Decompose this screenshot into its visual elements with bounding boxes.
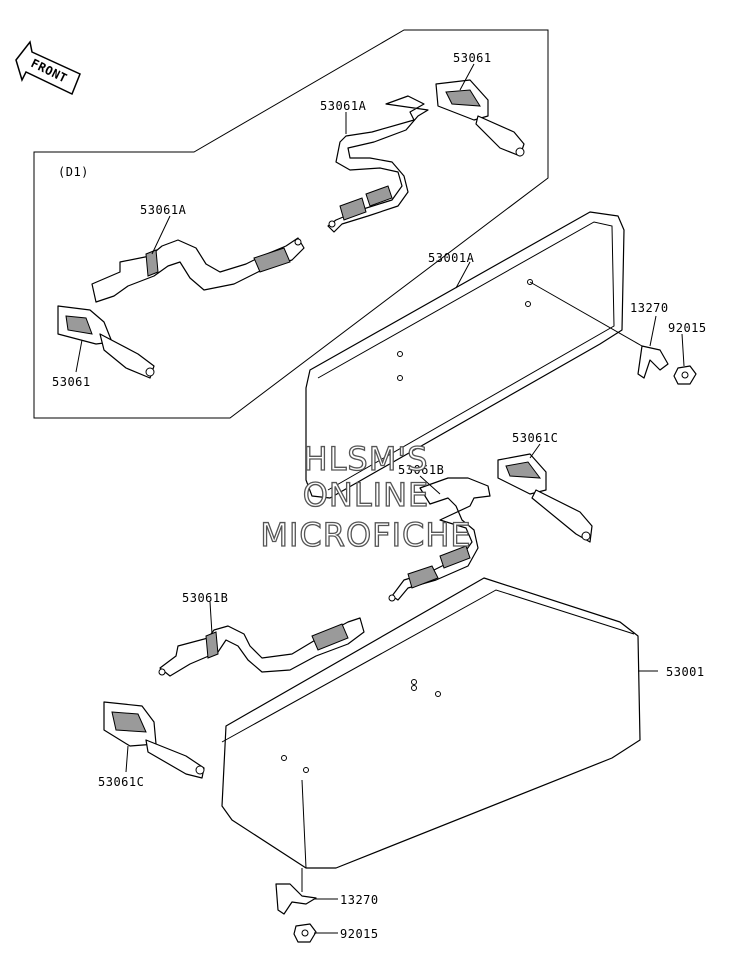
watermark-line2: ONLINE	[303, 476, 430, 514]
label-53061C-left: 53061C	[98, 775, 144, 789]
watermark-line1: HLSM'S	[304, 440, 429, 478]
label-53061A-top: 53061A	[320, 99, 367, 113]
buckle-53061-top	[435, 79, 525, 157]
buckle-53061C-left	[103, 701, 205, 779]
seat-cushion-53001	[221, 577, 641, 869]
bracket-13270-bottom	[275, 868, 317, 915]
label-53001A: 53001A	[428, 251, 475, 265]
leader-lines	[75, 63, 685, 934]
watermark-line3: MICROFICHE	[260, 516, 471, 554]
front-arrow-icon: FRONT	[15, 40, 81, 96]
strap-53061B-center	[388, 477, 491, 602]
nut-92015-top	[673, 365, 697, 385]
buckle-53061C-right	[497, 453, 593, 543]
backrest-53001A	[305, 211, 643, 499]
nut-92015-bottom	[293, 923, 317, 943]
label-53061-left: 53061	[52, 375, 91, 389]
label-13270-top: 13270	[630, 301, 669, 315]
d1-group-label: (D1)	[58, 165, 89, 179]
label-92015-top: 92015	[668, 321, 707, 335]
label-53001: 53001	[666, 665, 705, 679]
label-53061B-left: 53061B	[182, 591, 228, 605]
strap-53061A-left	[91, 237, 305, 303]
bracket-13270-top	[637, 345, 669, 379]
label-53061-top: 53061	[453, 51, 492, 65]
label-53061B-center: 53061B	[398, 463, 444, 477]
label-13270-bottom: 13270	[340, 893, 379, 907]
watermark: HLSM'S ONLINE MICROFICHE	[260, 439, 472, 554]
label-92015-bottom: 92015	[340, 927, 379, 941]
d1-group-frame	[33, 29, 549, 419]
label-53061A-left: 53061A	[140, 203, 187, 217]
label-53061C-right: 53061C	[512, 431, 558, 445]
strap-53061A-top	[327, 95, 429, 233]
strap-53061B-left	[158, 617, 365, 677]
buckle-53061-left	[57, 305, 155, 379]
